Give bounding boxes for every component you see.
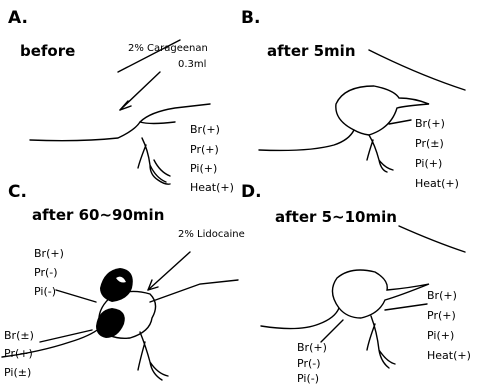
body-outline: [261, 308, 339, 329]
panel-c-title: after 60~90min: [32, 208, 164, 223]
result-c-upper-pi: Pi(-): [34, 286, 56, 297]
injection-label-lidocaine: 2% Lidocaine: [178, 230, 245, 240]
result-d-left-br: Br(+): [297, 342, 327, 353]
panel-a-title: before: [20, 44, 75, 59]
injection-volume: 0.3ml: [178, 60, 206, 70]
result-c-lower-br: Br(±): [4, 330, 34, 341]
panel-b: B. after 5min Br(+) Pr(±) Pi(+) Heat(+): [239, 0, 478, 192]
result-a-br: Br(+): [190, 124, 220, 135]
edema-swelling: [332, 270, 429, 318]
hind-paw: [138, 138, 170, 184]
result-d-right-br: Br(+): [427, 290, 457, 301]
panel-a-letter: A.: [8, 10, 28, 27]
result-d-left-pi: Pi(-): [297, 373, 319, 384]
result-c-lower-pi: Pi(±): [4, 367, 31, 378]
injection-arrow: [148, 252, 190, 290]
panel-a: A. before 2% Carageenan 0.3ml Br(+) Pr(+…: [0, 0, 239, 192]
hind-paw: [138, 332, 168, 380]
upper-contour: [150, 280, 238, 302]
result-d-right-heat: Heat(+): [427, 350, 471, 361]
leader-upper: [56, 290, 96, 302]
result-c-lower-pr: Pr(+): [4, 348, 33, 359]
panel-c: C. after 60~90min 2% Lidocaine Br(+) Pr(…: [0, 192, 239, 385]
panel-b-title: after 5min: [267, 44, 356, 59]
result-c-upper-pr: Pr(-): [34, 267, 58, 278]
panel-d-letter: D.: [241, 184, 262, 201]
panel-d: D. after 5~10min Br(+) Pr(+) Pi(+) Heat(…: [239, 192, 478, 385]
result-b-br: Br(+): [415, 118, 445, 129]
leader-left: [321, 320, 343, 342]
result-b-heat: Heat(+): [415, 178, 459, 189]
result-d-left-pr: Pr(-): [297, 358, 321, 369]
panel-b-letter: B.: [241, 10, 260, 27]
body-outline: [259, 130, 354, 150]
leader-right: [385, 304, 427, 310]
leader-lower: [40, 330, 92, 342]
injection-label-carrageenan: 2% Carageenan: [128, 44, 208, 54]
label-leader: [389, 120, 411, 124]
result-b-pi: Pi(+): [415, 158, 442, 169]
hind-paw: [367, 135, 393, 172]
result-d-right-pr: Pr(+): [427, 310, 456, 321]
panel-d-title: after 5~10min: [275, 210, 397, 225]
result-d-right-pi: Pi(+): [427, 330, 454, 341]
hind-paw: [367, 316, 395, 368]
result-a-pi: Pi(+): [190, 163, 217, 174]
result-a-pr: Pr(+): [190, 144, 219, 155]
result-b-pr: Pr(±): [415, 138, 444, 149]
upper-contour: [399, 226, 465, 252]
result-c-upper-br: Br(+): [34, 248, 64, 259]
anesthetized-zone-upper: [100, 268, 133, 302]
upper-contour: [369, 50, 465, 90]
panel-c-letter: C.: [8, 184, 27, 201]
